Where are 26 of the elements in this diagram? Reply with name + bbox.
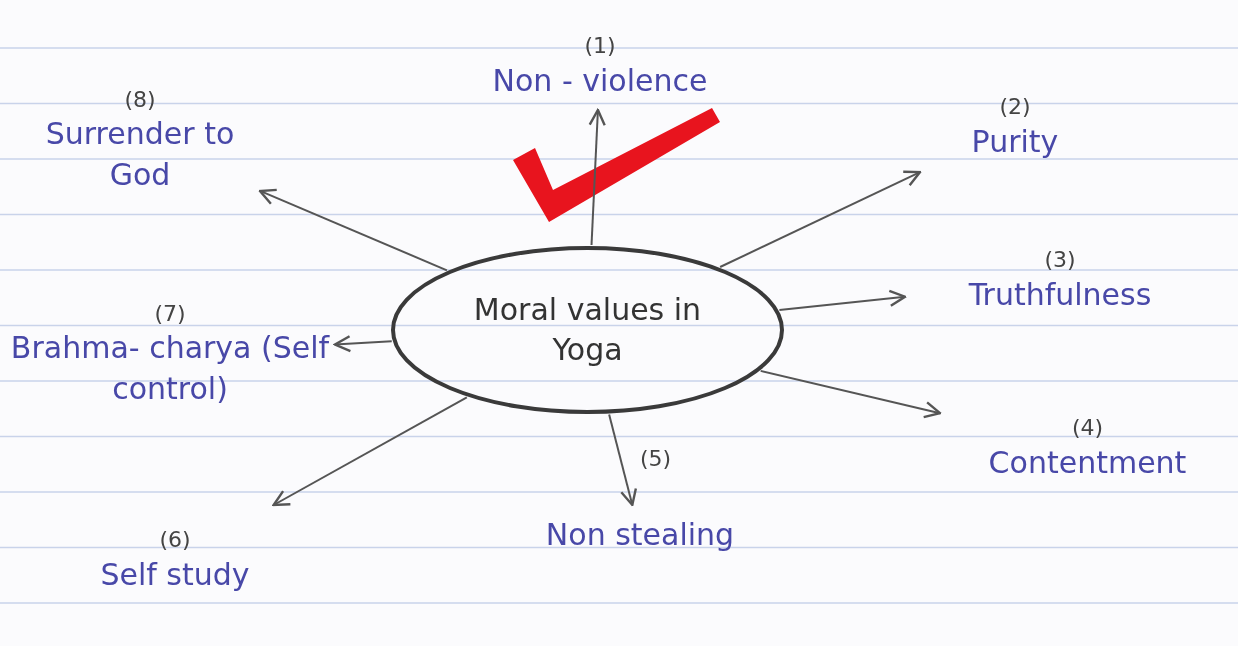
value-label: Non stealing (545, 515, 735, 554)
value-label: Self study (100, 555, 250, 594)
value-label: Surrender to God (44, 115, 236, 194)
value-label: Brahma- charya (Self control) (9, 329, 331, 408)
item-number: (6) (159, 525, 191, 554)
item-number: (7) (154, 299, 186, 328)
item-number: (8) (124, 85, 156, 114)
item-number: (5) (640, 446, 672, 471)
arrow (272, 396, 468, 507)
item-number: (1) (584, 31, 616, 60)
arrow (759, 369, 942, 419)
arrow (719, 170, 922, 268)
item-number: (3) (1044, 246, 1076, 275)
arrow (258, 188, 448, 272)
arrow (588, 108, 606, 246)
arrow (333, 334, 393, 353)
item-number: (2) (999, 92, 1031, 121)
ellipse-node (390, 245, 785, 415)
value-label: Truthfulness (968, 276, 1152, 315)
arrow (778, 289, 907, 311)
topic-label: Moral values in Yoga (472, 290, 703, 369)
value-label: Purity (971, 122, 1059, 161)
value-label: Non - violence (492, 61, 708, 100)
item-number: (4) (1071, 413, 1104, 442)
value-label: Contentment (988, 443, 1187, 482)
arrow (608, 413, 638, 507)
